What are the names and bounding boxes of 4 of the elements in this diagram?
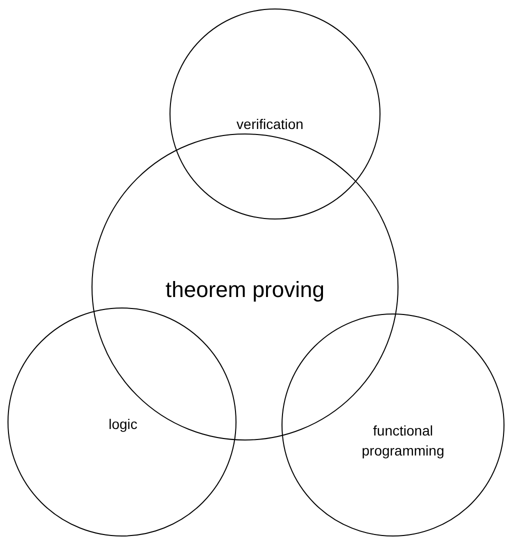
set-label: functional programming: [360, 422, 446, 461]
set-label: verification: [236, 114, 304, 134]
set-label: logic: [108, 414, 138, 434]
set-label: theorem proving: [164, 276, 326, 304]
